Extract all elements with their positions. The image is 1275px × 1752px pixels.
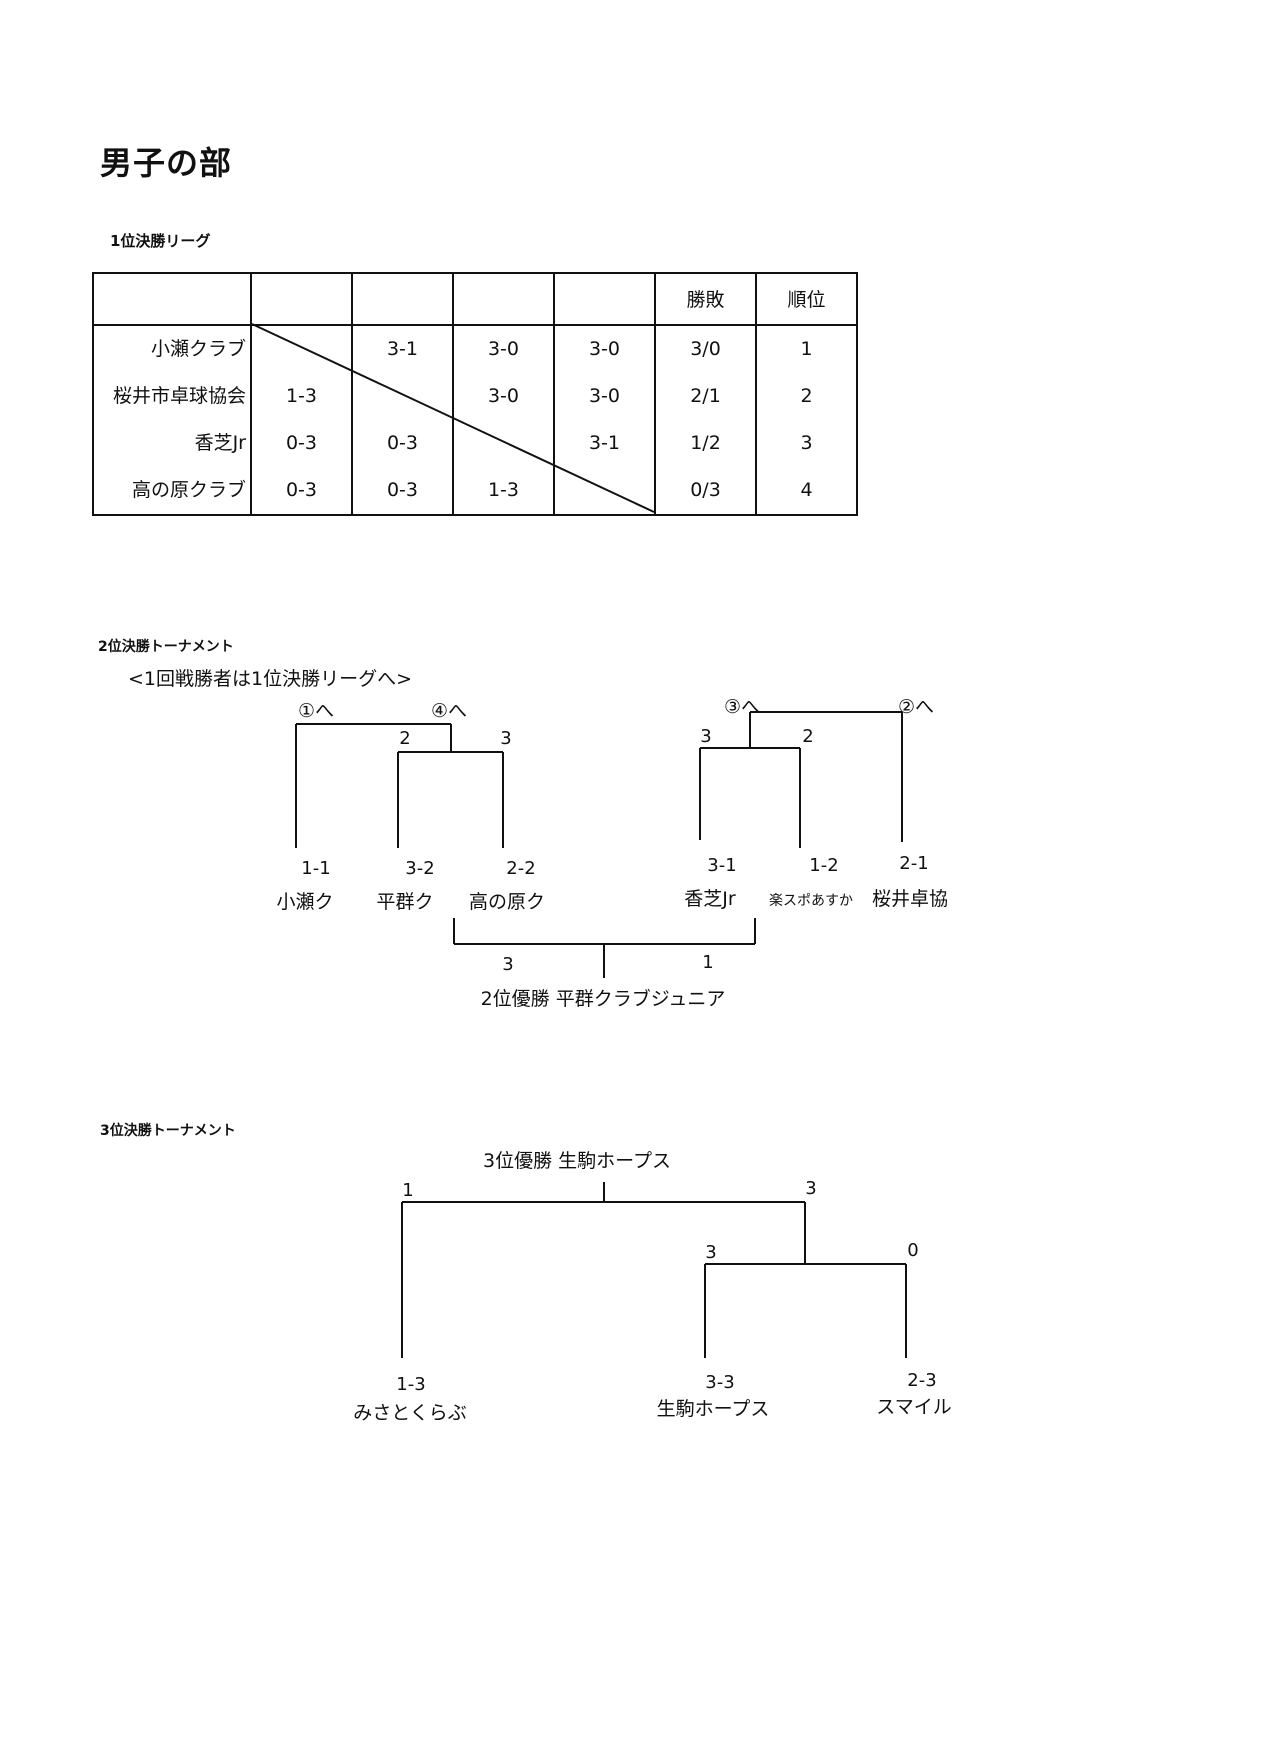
entry-name: 桜井卓協 [871,888,949,910]
entry-seed: 2-2 [506,858,536,879]
header-cell [92,272,252,326]
match-score: 2 [399,728,411,749]
entry-seed: 2-3 [907,1370,937,1391]
record-cell: 0/3 [654,467,757,516]
entry-name: 平群ク [376,891,434,913]
tournament3-title: 3位決勝トーナメント [100,1123,236,1139]
final-score: 1 [402,1180,414,1201]
entry-seed: 1-3 [396,1374,426,1395]
entry-name: 小瀬ク [276,891,334,913]
tournament2-title: 2位決勝トーナメント [98,639,234,655]
header-cell [351,272,454,326]
semi-score: 0 [907,1240,919,1261]
record-cell: 1/2 [654,420,757,467]
tournament2-note: <1回戦勝者は1位決勝リーグへ> [128,668,413,690]
match-score: 3 [700,726,712,747]
entry-seed: 1-2 [809,855,839,876]
league-title: 1位決勝リーグ [110,232,211,250]
entry-seed: 1-1 [301,858,331,879]
team-name: 桜井市卓球協会 [92,373,252,420]
final-score: 1 [702,952,714,973]
advance-label: ④へ [430,700,468,722]
entry-name: 楽スポあすか [769,893,853,909]
tournament3-winner: 3位優勝 生駒ホープス [483,1150,671,1172]
final-score: 3 [502,954,514,975]
header-rank: 順位 [755,272,858,326]
entry-seed: 2-1 [899,853,929,874]
match-score: 3 [500,728,512,749]
tournament2-winner: 2位優勝 平群クラブジュニア [480,988,726,1010]
record-cell: 2/1 [654,373,757,420]
entry-name: 香芝Jr [684,888,736,910]
team-name: 高の原クラブ [92,467,252,516]
semi-score: 3 [705,1242,717,1263]
entry-seed: 3-2 [405,858,435,879]
page-title: 男子の部 [100,144,233,182]
advance-label: ②へ [897,696,935,718]
rank-cell: 4 [755,467,858,516]
record-cell: 3/0 [654,325,757,373]
entry-seed: 3-3 [705,1372,735,1393]
advance-label: ①へ [297,700,335,722]
team-name: 小瀬クラブ [92,325,252,373]
entry-name: 高の原ク [468,891,546,913]
rank-cell: 3 [755,420,858,467]
rank-cell: 1 [755,325,858,373]
entry-name: みさとくらぶ [353,1402,467,1424]
entry-name: 生駒ホープス [656,1398,770,1420]
final-score: 3 [805,1178,817,1199]
rank-cell: 2 [755,373,858,420]
advance-label: ③へ [723,696,761,718]
header-record: 勝敗 [654,272,757,326]
header-cell [452,272,555,326]
entry-name: スマイル [876,1396,952,1418]
team-name: 香芝Jr [92,420,252,467]
entry-seed: 3-1 [707,855,737,876]
match-score: 2 [802,726,814,747]
